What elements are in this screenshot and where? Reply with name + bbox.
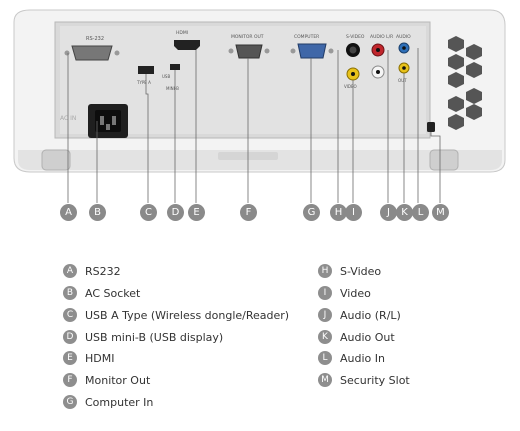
rs232-port	[71, 45, 113, 61]
marker-f: F	[240, 204, 257, 221]
out-panel-label: OUT	[398, 78, 407, 83]
hdmi-panel-label: HDMI	[176, 30, 188, 36]
legend-item-rs232: A RS232	[63, 263, 121, 279]
legend-label: Monitor Out	[85, 373, 151, 387]
legend-label: Video	[340, 286, 371, 300]
legend-item-video: I Video	[318, 285, 371, 301]
legend-label: Audio (R/L)	[340, 308, 401, 322]
marker-m: M	[432, 204, 449, 221]
usb-panel-label: USB	[162, 74, 170, 79]
vent-holes	[448, 36, 482, 130]
legend-label: S-Video	[340, 264, 382, 278]
legend-badge: G	[63, 395, 77, 409]
legend-badge: A	[63, 264, 77, 278]
legend-label: RS232	[85, 264, 121, 278]
legend-label: Audio In	[340, 351, 385, 365]
monitor-out-panel-label: MONITOR OUT	[231, 34, 264, 40]
projector-illustration: AC IN RS-232 TYPE A USB MINI-B HDMI MONI…	[13, 9, 506, 203]
marker-g: G	[303, 204, 320, 221]
usb-a-panel-label: TYPE A	[136, 80, 151, 85]
legend-item-svideo: H S-Video	[318, 263, 381, 279]
audio-lr-panel-label: AUDIO L/R	[370, 34, 393, 40]
computer-in-port	[297, 43, 327, 59]
legend-badge: H	[318, 264, 332, 278]
marker-e: E	[188, 204, 205, 221]
marker-j: J	[380, 204, 397, 221]
security-slot	[427, 122, 435, 132]
legend-label: USB mini-B (USB display)	[85, 330, 224, 344]
legend-item-audio-out: K Audio Out	[318, 329, 395, 345]
legend-label: Audio Out	[340, 330, 395, 344]
marker-l: L	[412, 204, 429, 221]
legend-label: USB A Type (Wireless dongle/Reader)	[85, 308, 290, 322]
mini-b-panel-label: MINI-B	[166, 86, 179, 91]
legend-badge: B	[63, 286, 77, 300]
legend-item-security-slot: M Security Slot	[318, 372, 410, 388]
usb-mini-b-port	[170, 64, 180, 70]
legend-badge: J	[318, 308, 332, 322]
usb-a-port	[138, 66, 154, 74]
monitor-out-port	[235, 44, 263, 59]
rs232-panel-label: RS-232	[86, 36, 104, 42]
legend-badge: C	[63, 308, 77, 322]
legend-item-computer-in: G Computer In	[63, 394, 153, 410]
marker-d: D	[167, 204, 184, 221]
hdmi-port	[174, 40, 200, 50]
marker-c: C	[140, 204, 157, 221]
legend-item-monitor-out: F Monitor Out	[63, 372, 150, 388]
io-panel-inner	[60, 26, 426, 134]
legend-item-audio-in: L Audio In	[318, 350, 385, 366]
legend-label: AC Socket	[85, 286, 141, 300]
marker-b: B	[89, 204, 106, 221]
computer-panel-label: COMPUTER	[294, 34, 319, 40]
legend-label: HDMI	[85, 351, 115, 365]
legend-badge: M	[318, 373, 332, 387]
marker-h: H	[330, 204, 347, 221]
legend-badge: D	[63, 330, 77, 344]
marker-i: I	[345, 204, 362, 221]
svideo-panel-label: S-VIDEO	[346, 34, 365, 40]
legend-badge: K	[318, 330, 332, 344]
leader-lines	[67, 48, 441, 203]
legend-label: Security Slot	[340, 373, 410, 387]
legend-badge: E	[63, 351, 77, 365]
legend-badge: L	[318, 351, 332, 365]
marker-k: K	[396, 204, 413, 221]
legend-item-audio-rl: J Audio (R/L)	[318, 307, 401, 323]
legend-label: Computer In	[85, 395, 154, 409]
left-foot	[41, 149, 71, 171]
marker-a: A	[60, 204, 77, 221]
video-panel-label: VIDEO	[344, 84, 357, 89]
legend-item-usb-mini-b: D USB mini-B (USB display)	[63, 329, 223, 345]
audio-panel-label: AUDIO	[396, 34, 411, 40]
legend-item-hdmi: E HDMI	[63, 350, 114, 366]
right-foot	[429, 149, 459, 171]
legend-badge: I	[318, 286, 332, 300]
legend-item-usb-a: C USB A Type (Wireless dongle/Reader)	[63, 307, 289, 323]
legend-item-ac-socket: B AC Socket	[63, 285, 140, 301]
legend-badge: F	[63, 373, 77, 387]
